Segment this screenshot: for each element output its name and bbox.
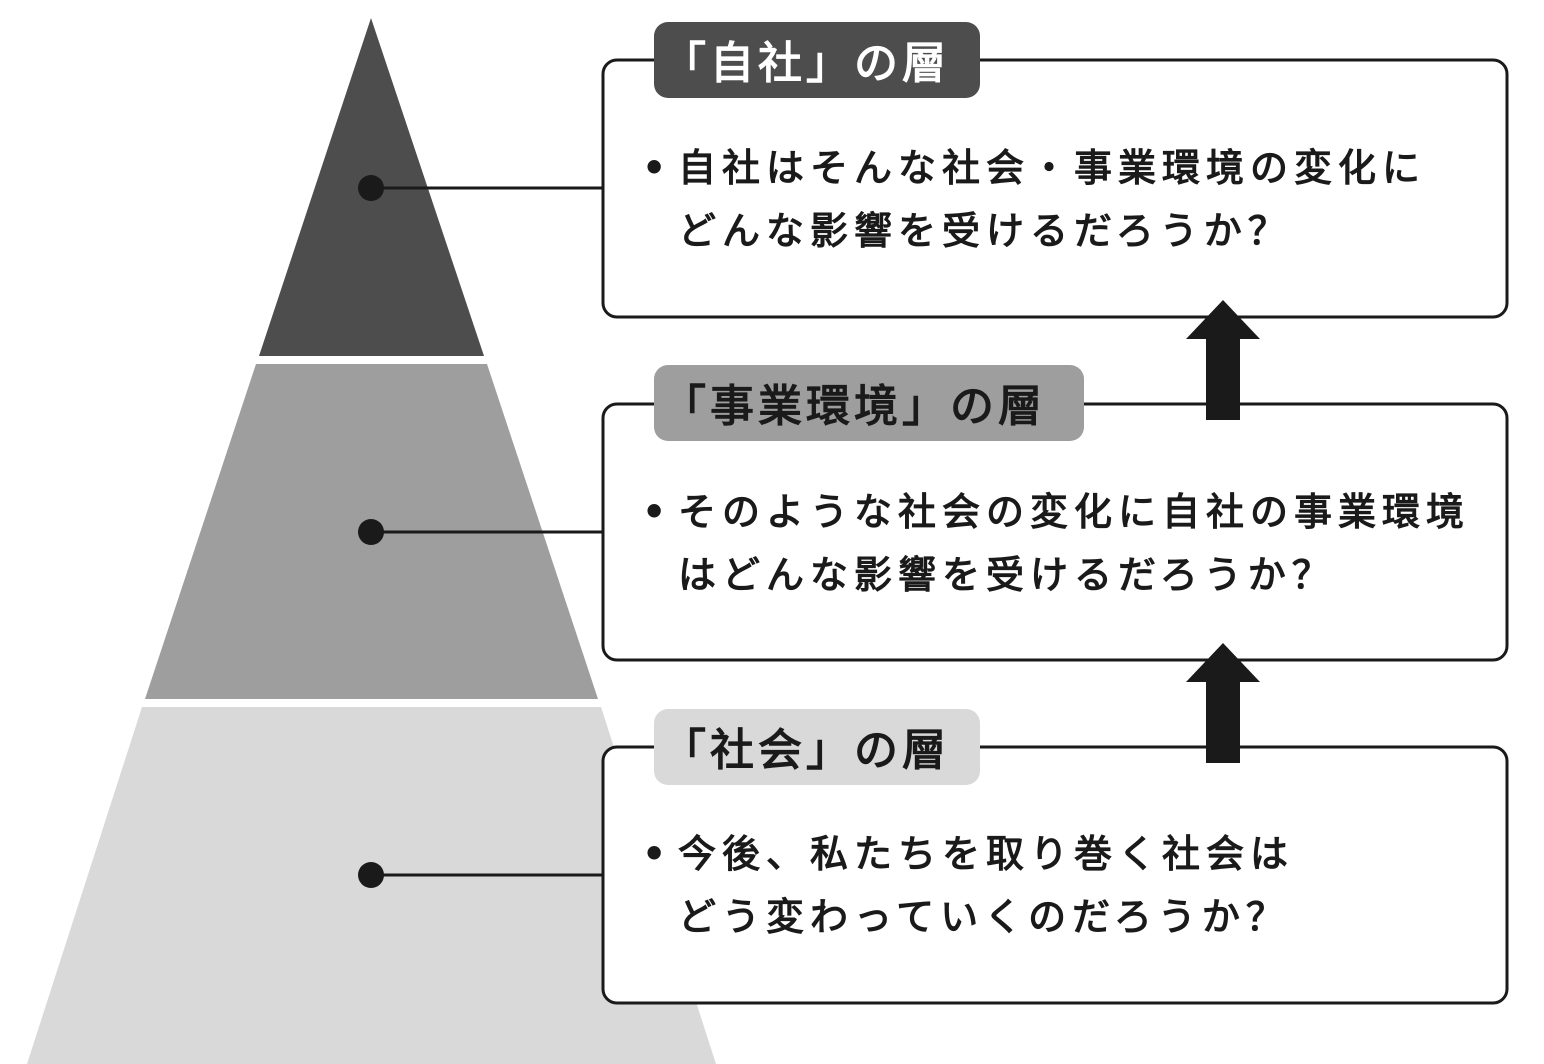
layer-text-company-line-2: どんな影響を受けるだろうか？ xyxy=(678,209,1292,253)
layer-text-society-line-1: 今後、私たちを取り巻く社会は xyxy=(678,832,1294,876)
layer-tab-society xyxy=(654,709,980,785)
up-arrow-icon xyxy=(1186,300,1260,420)
bullet: • xyxy=(642,146,672,190)
connector-company xyxy=(358,175,603,201)
bullet: • xyxy=(642,832,672,876)
connector-business-environment xyxy=(358,519,603,545)
bullet: • xyxy=(642,490,672,534)
layer-text-business-environment-line-2: はどんな影響を受けるだろうか？ xyxy=(678,553,1336,597)
layer-tab-business-environment xyxy=(654,365,1084,441)
layer-title-company: 「自社」の層 xyxy=(662,38,950,89)
layer-box-society xyxy=(601,745,1509,1005)
layer-text-society-line-2: どう変わっていくのだろうか？ xyxy=(678,895,1290,939)
layer-box-company xyxy=(601,58,1509,319)
layer-title-society: 「社会」の層 xyxy=(662,725,950,776)
connector-society xyxy=(358,862,603,888)
up-arrow-icon xyxy=(1186,643,1260,763)
layer-title-business-environment: 「事業環境」の層 xyxy=(662,381,1046,432)
layer-text-company-line-1: 自社はそんな社会・事業環境の変化に xyxy=(678,146,1426,190)
layer-tab-company xyxy=(654,22,980,98)
layer-text-business-environment-line-1: そのような社会の変化に自社の事業環境 xyxy=(678,490,1470,534)
